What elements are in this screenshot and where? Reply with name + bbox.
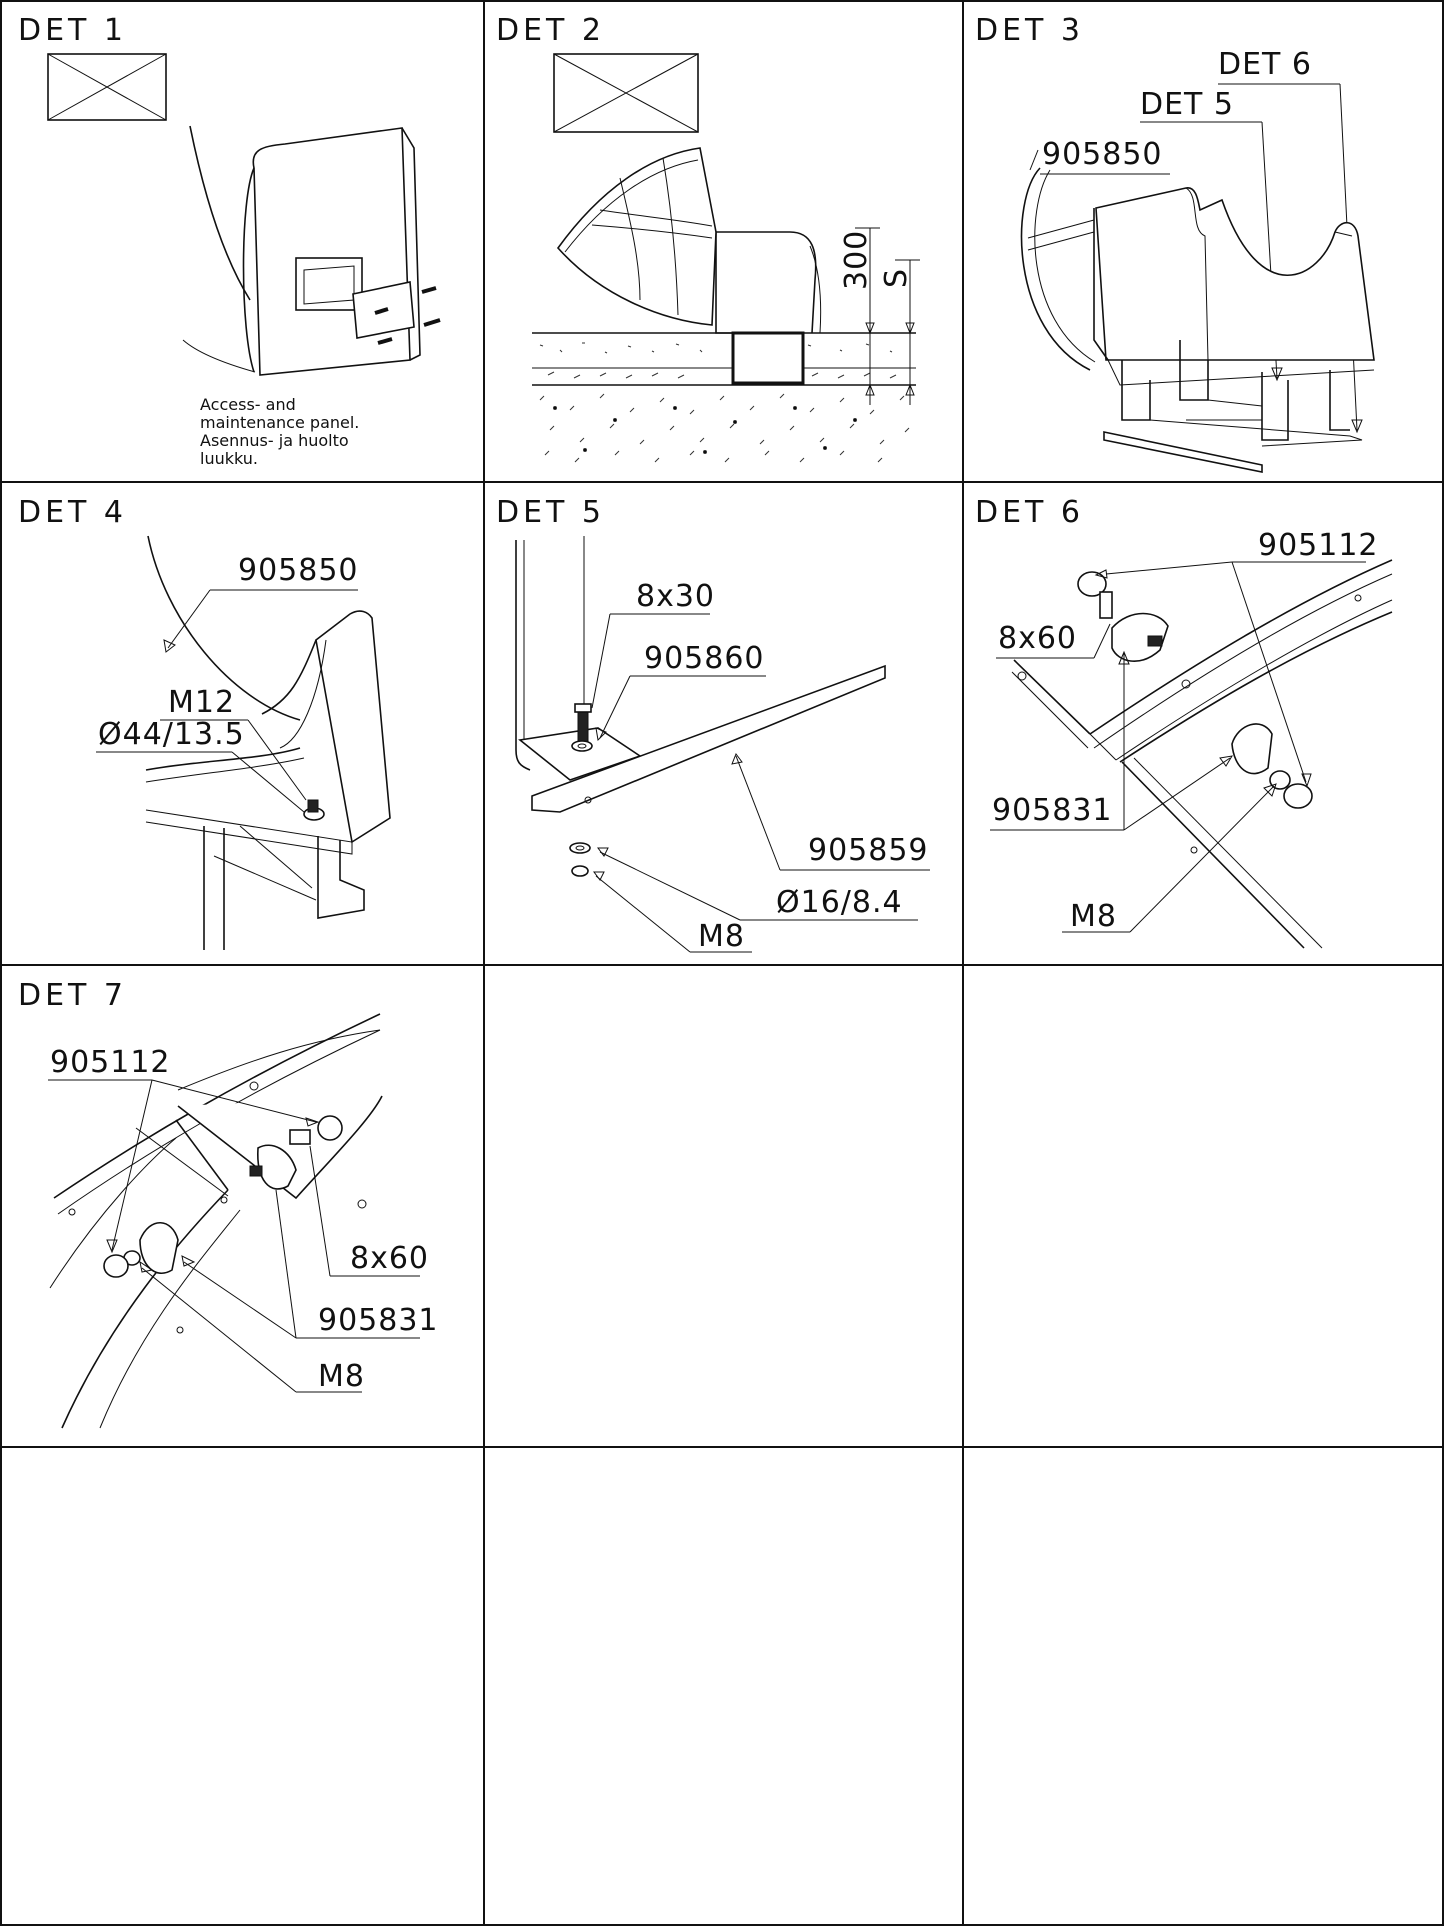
det1-screws-icon [374,286,441,345]
det6-damper-upper-icon [1077,571,1169,662]
det3-part-905850: 905850 [1042,137,1163,172]
det3-ref-det6: DET 6 [1218,47,1312,82]
det5-bolt-icon [571,703,593,752]
det1-note-line2: maintenance panel. [200,413,359,432]
det2-dim-s: S [879,268,914,288]
cell-title-det5: DET 5 [496,495,605,530]
det4-drawing: 905850 M12 Ø44/13.5 [96,535,391,950]
det5-part-905859: 905859 [808,833,929,868]
det1-note-line1: Access- and [200,395,296,414]
cell-title-det2: DET 2 [496,13,605,48]
det1-note-line4: luukku. [200,449,258,468]
det4-washer-dim: Ø44/13.5 [98,717,245,752]
det6-damper-lower-icon [1231,723,1313,809]
det2-view-symbol-icon [553,53,699,133]
det7-damper-lower-icon [103,1222,179,1278]
det3-ref-det5: DET 5 [1140,87,1234,122]
det6-nut-m8: M8 [1070,899,1117,934]
det7-bolt-8x60: 8x60 [350,1241,429,1276]
det5-nut-m8: M8 [698,919,745,954]
cell-title-det6: DET 6 [975,495,1084,530]
cell-title-det7: DET 7 [18,978,127,1013]
det7-part-905831: 905831 [318,1303,439,1338]
det6-part-905112: 905112 [1258,528,1379,563]
det5-part-905860: 905860 [644,641,765,676]
det4-bolt-washer-icon [303,799,325,821]
det7-nut-m8: M8 [318,1359,365,1394]
det5-washer-nut-icon [569,842,591,877]
det1-note-line3: Asennus- ja huolto [200,431,349,450]
det6-part-905831: 905831 [992,793,1113,828]
det2-drawing: 300 S [532,53,920,463]
det7-part-905112: 905112 [50,1045,171,1080]
det4-bolt-m12: M12 [168,685,235,720]
cell-title-det1: DET 1 [18,13,127,48]
det7-damper-upper-icon [249,1115,343,1190]
cell-title-det4: DET 4 [18,495,127,530]
cell-title-det3: DET 3 [975,13,1084,48]
det3-drawing: DET 6 DET 5 905850 [1020,47,1375,473]
det7-drawing: 905112 8x60 905831 M8 [48,1013,439,1429]
det2-dimensions [855,227,920,405]
det1-drawing: Access- and maintenance panel. Asennus- … [47,53,441,468]
det5-washer-dim: Ø16/8.4 [776,885,903,920]
det4-part-905850: 905850 [238,553,359,588]
det2-dim-300: 300 [839,230,874,290]
det6-drawing: 905112 8x60 905831 M8 [990,528,1393,949]
det5-drawing: 8x30 905860 905859 Ø16/8.4 M8 [515,536,930,954]
det5-bolt-8x30: 8x30 [636,579,715,614]
det1-view-symbol-icon [47,53,167,121]
det2-gravel-texture [539,342,910,463]
det6-bolt-8x60: 8x60 [998,621,1077,656]
